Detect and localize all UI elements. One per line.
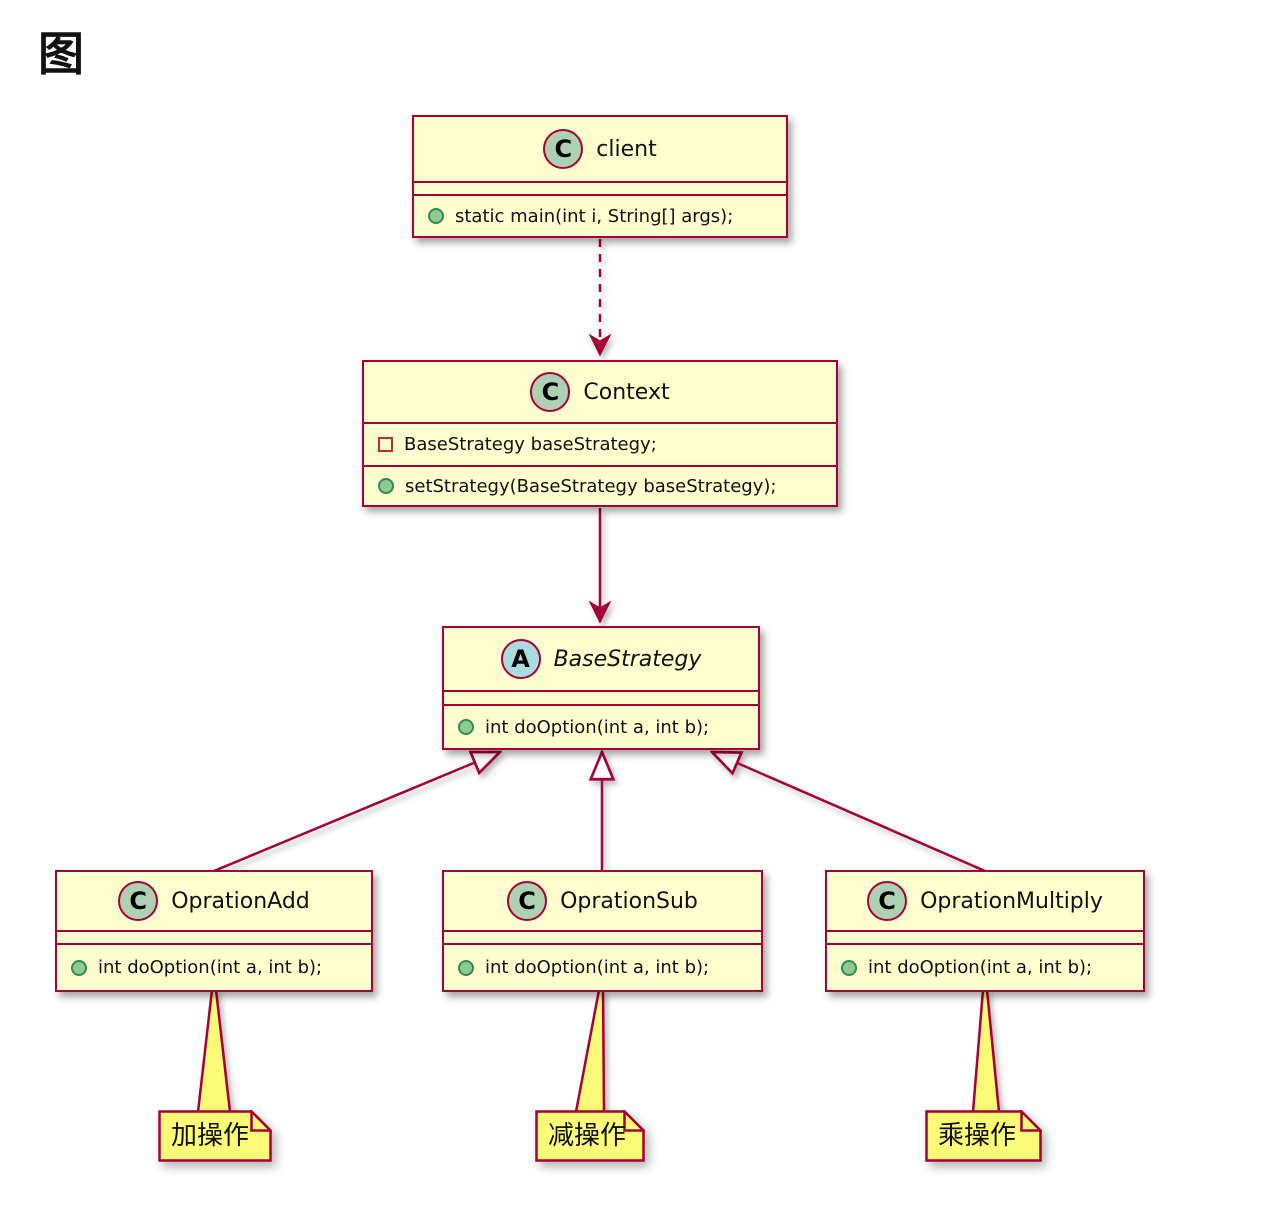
class-oprationadd-title-row: C OprationAdd (57, 872, 371, 930)
method-signature: static main(int i, String[] args); (455, 205, 734, 227)
class-name: BaseStrategy (553, 646, 702, 672)
method-row: int doOption(int a, int b); (444, 957, 761, 978)
note-multiply: 乘操作 (925, 1110, 1042, 1162)
class-client: C client static main(int i, String[] arg… (412, 115, 788, 238)
fields-compartment-empty (827, 930, 1143, 943)
note-add: 加操作 (158, 1110, 272, 1162)
method-signature: int doOption(int a, int b); (98, 957, 323, 978)
note-shape (535, 1110, 645, 1162)
class-oprationadd: C OprationAdd int doOption(int a, int b)… (55, 870, 373, 992)
methods-compartment: int doOption(int a, int b); (827, 943, 1143, 990)
extends-oprationmultiply-basestrategy (712, 752, 986, 873)
class-name: Context (583, 379, 670, 405)
method-visibility-icon (428, 208, 444, 224)
class-oprationmultiply: C OprationMultiply int doOption(int a, i… (825, 870, 1145, 992)
class-name: client (596, 136, 657, 162)
method-row: int doOption(int a, int b); (827, 957, 1143, 978)
note-text: 减操作 (548, 1121, 627, 1151)
method-signature: int doOption(int a, int b); (485, 716, 710, 738)
fields-compartment-empty (444, 930, 761, 943)
method-row: int doOption(int a, int b); (57, 957, 371, 978)
class-stereotype-icon: C (867, 881, 908, 921)
stereotype-letter: C (129, 887, 148, 915)
stereotype-letter: C (878, 887, 896, 915)
methods-compartment: int doOption(int a, int b); (57, 943, 371, 990)
stereotype-letter: C (554, 135, 573, 163)
extends-oprationadd-basestrategy (213, 752, 500, 873)
method-visibility-icon (71, 959, 87, 976)
class-basestrategy: A BaseStrategy int doOption(int a, int b… (442, 626, 760, 750)
note-anchor-add (196, 988, 232, 1114)
note-anchor-multiply (971, 988, 1001, 1114)
fields-compartment: BaseStrategy baseStrategy; (364, 422, 836, 465)
class-context: C Context BaseStrategy baseStrategy; set… (362, 360, 838, 507)
class-oprationmultiply-title-row: C OprationMultiply (827, 872, 1143, 930)
method-row: static main(int i, String[] args); (414, 206, 786, 227)
note-shape (925, 1110, 1042, 1162)
fields-compartment-empty (414, 181, 786, 194)
class-name: OprationMultiply (920, 888, 1103, 914)
class-oprationsub-title-row: C OprationSub (444, 872, 761, 930)
method-visibility-icon (841, 959, 857, 976)
methods-compartment: int doOption(int a, int b); (444, 943, 761, 990)
note-sub: 减操作 (535, 1110, 645, 1162)
method-row: int doOption(int a, int b); (444, 717, 758, 738)
method-visibility-icon (458, 719, 474, 735)
class-name: OprationSub (560, 888, 698, 914)
note-anchor-sub (574, 988, 606, 1114)
abstract-stereotype-icon: A (500, 639, 541, 679)
method-visibility-icon (378, 478, 394, 494)
method-signature: int doOption(int a, int b); (868, 957, 1093, 978)
field-declaration: BaseStrategy baseStrategy; (404, 434, 657, 455)
methods-compartment: setStrategy(BaseStrategy baseStrategy); (364, 465, 836, 505)
class-client-title-row: C client (414, 117, 786, 181)
field-row: BaseStrategy baseStrategy; (364, 434, 836, 455)
methods-compartment: static main(int i, String[] args); (414, 194, 786, 236)
class-stereotype-icon: C (507, 881, 548, 921)
method-signature: int doOption(int a, int b); (485, 957, 710, 978)
class-context-title-row: C Context (364, 362, 836, 422)
fields-compartment-empty (444, 690, 758, 704)
stereotype-letter: C (541, 378, 560, 406)
class-stereotype-icon: C (543, 129, 584, 169)
note-text: 加操作 (171, 1121, 250, 1151)
stereotype-letter: C (518, 887, 536, 915)
method-signature: setStrategy(BaseStrategy baseStrategy); (405, 475, 777, 497)
class-basestrategy-title-row: A BaseStrategy (444, 628, 758, 690)
method-visibility-icon (458, 959, 474, 976)
diagram-title: 图 (38, 27, 84, 81)
field-visibility-icon (378, 437, 393, 452)
note-text: 乘操作 (938, 1121, 1017, 1151)
class-oprationsub: C OprationSub int doOption(int a, int b)… (442, 870, 763, 992)
method-row: setStrategy(BaseStrategy baseStrategy); (364, 476, 836, 497)
fields-compartment-empty (57, 930, 371, 943)
class-name: OprationAdd (171, 888, 310, 914)
methods-compartment: int doOption(int a, int b); (444, 704, 758, 748)
stereotype-letter: A (511, 645, 530, 673)
note-shape (158, 1110, 272, 1162)
class-stereotype-icon: C (118, 881, 159, 921)
class-stereotype-icon: C (530, 372, 571, 412)
